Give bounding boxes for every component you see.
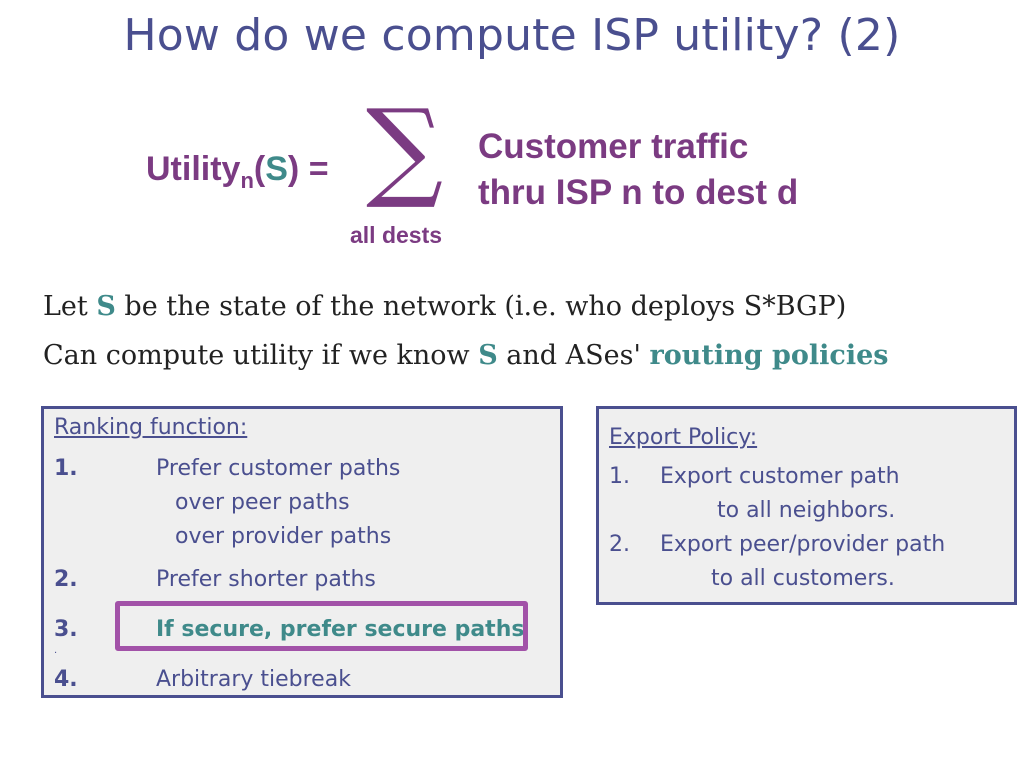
ranking-item-1-line-1: Prefer customer paths xyxy=(156,456,401,481)
line2-state-var: S xyxy=(478,340,498,371)
export-item-1-line-2: to all neighbors. xyxy=(717,498,896,523)
ranking-num-1: 1. xyxy=(54,456,78,481)
rhs-line-1: Customer traffic xyxy=(478,127,749,166)
export-num-1: 1. xyxy=(609,464,630,489)
export-policy-box: Export Policy: 1. Export customer path t… xyxy=(596,406,1017,605)
line2-pre: Can compute utility if we know xyxy=(43,340,479,371)
utility-subscript: n xyxy=(240,168,254,193)
sigma-symbol: ∑ xyxy=(366,87,444,212)
export-num-2: 2. xyxy=(609,532,630,557)
line1-pre: Let xyxy=(43,291,97,322)
paren-close-equals: ) = xyxy=(287,150,329,188)
ranking-item-2-line-1: Prefer shorter paths xyxy=(156,567,376,592)
ranking-item-1-line-2: over peer paths xyxy=(175,490,350,515)
routing-policies-highlight: routing policies xyxy=(649,340,889,371)
paren-open: ( xyxy=(253,150,266,188)
rhs-line-2: thru ISP n to dest d xyxy=(478,173,799,212)
ranking-num-3: 3. xyxy=(54,617,78,642)
body-line-1: Let S be the state of the network (i.e. … xyxy=(43,291,846,322)
ranking-heading: Ranking function: xyxy=(54,415,248,440)
line1-post: be the state of the network (i.e. who de… xyxy=(115,291,847,322)
utility-formula-lhs: Utilityn(S) = xyxy=(146,150,329,193)
slide-title: How do we compute ISP utility? (2) xyxy=(123,10,901,61)
line1-state-var: S xyxy=(96,291,116,322)
utility-label: Utility xyxy=(146,150,241,188)
ranking-item-1-line-3: over provider paths xyxy=(175,524,392,549)
export-heading: Export Policy: xyxy=(609,425,758,450)
secure-path-highlight-box xyxy=(115,601,528,651)
line2-mid: and ASes' xyxy=(497,340,650,371)
export-item-1-line-1: Export customer path xyxy=(660,464,900,489)
ranking-item-4-line-1: Arbitrary tiebreak xyxy=(156,667,351,692)
ranking-num-2: 2. xyxy=(54,567,78,592)
ranking-item-3-line-1: If secure, prefer secure paths xyxy=(156,617,525,642)
body-line-2: Can compute utility if we know S and ASe… xyxy=(43,340,888,371)
ranking-function-box: Ranking function: 1. Prefer customer pat… xyxy=(41,406,563,698)
state-variable: S xyxy=(265,150,288,188)
stray-dot: . xyxy=(54,645,58,656)
export-item-2-line-1: Export peer/provider path xyxy=(660,532,946,557)
sigma-subscript: all dests xyxy=(350,222,443,248)
utility-formula-rhs: Customer traffic thru ISP n to dest d xyxy=(478,124,798,216)
ranking-num-4: 4. xyxy=(54,667,78,692)
export-item-2-line-2: to all customers. xyxy=(711,566,895,591)
